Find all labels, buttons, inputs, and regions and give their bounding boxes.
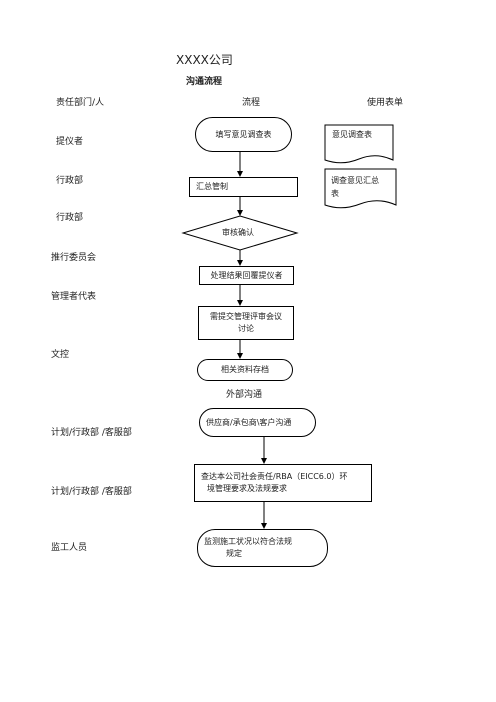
- step-review-label: 审核确认: [222, 228, 254, 237]
- step-check-line1: 查达本公司社会责任/RBA（EICC6.0）环: [201, 472, 348, 481]
- form-summary-line1: 调查意见汇总: [331, 176, 379, 185]
- step-monitor-line2: 规定: [226, 549, 242, 558]
- step-feedback: 处理结果回覆提仪者: [199, 266, 294, 285]
- section-title: 沟通流程: [186, 77, 223, 87]
- external-comm-label: 外部沟通: [226, 390, 263, 400]
- step-archive: 相关资料存档: [197, 359, 293, 381]
- role-admin-2: 行政部: [56, 213, 84, 223]
- step-fill-form: 填写意见调查表: [195, 117, 292, 152]
- header-forms: 使用表单: [367, 98, 404, 108]
- step-supplier: 供应商/承包商\客户沟通: [199, 408, 316, 437]
- role-admin-1: 行政部: [56, 176, 84, 186]
- step-summarize: 汇总管制: [189, 177, 298, 197]
- form-summary-line2: 表: [331, 189, 339, 198]
- form-survey-shape: [324, 124, 394, 164]
- step-submit-review: 需提交管理评审会议 讨论: [198, 306, 294, 340]
- step-monitor-line1: 监测施工状况以符合法规: [204, 537, 292, 546]
- role-planning-2: 计划/行政部 /客服部: [51, 487, 132, 497]
- header-dept: 责任部门/人: [56, 98, 105, 108]
- step-submit-line2: 讨论: [238, 324, 254, 333]
- role-committee: 推行委员会: [51, 253, 97, 263]
- step-check-requirements: 查达本公司社会责任/RBA（EICC6.0）环 境管理要求及法规要求: [194, 464, 372, 502]
- header-process: 流程: [242, 98, 261, 108]
- company-title: XXXX公司: [176, 53, 233, 67]
- role-supervisor: 监工人员: [51, 543, 88, 553]
- form-summary-shape: [324, 168, 397, 209]
- role-proposer: 提仪者: [56, 137, 84, 147]
- role-doc-control: 文控: [51, 350, 70, 360]
- role-planning-1: 计划/行政部 /客服部: [51, 428, 132, 438]
- step-feedback-label: 处理结果回覆提仪者: [210, 270, 283, 280]
- step-supplier-label: 供应商/承包商\客户沟通: [206, 417, 292, 427]
- step-summarize-label: 汇总管制: [196, 182, 228, 191]
- step-monitor: 监测施工状况以符合法规 规定: [197, 529, 328, 567]
- role-mgmt-rep: 管理者代表: [51, 292, 97, 302]
- step-submit-line1: 需提交管理评审会议: [210, 312, 282, 321]
- step-check-line2: 境管理要求及法规要求: [207, 484, 287, 493]
- step-fill-form-label: 填写意见调查表: [215, 129, 272, 139]
- form-survey-label: 意见调查表: [332, 130, 372, 139]
- step-archive-label: 相关资料存档: [221, 365, 269, 374]
